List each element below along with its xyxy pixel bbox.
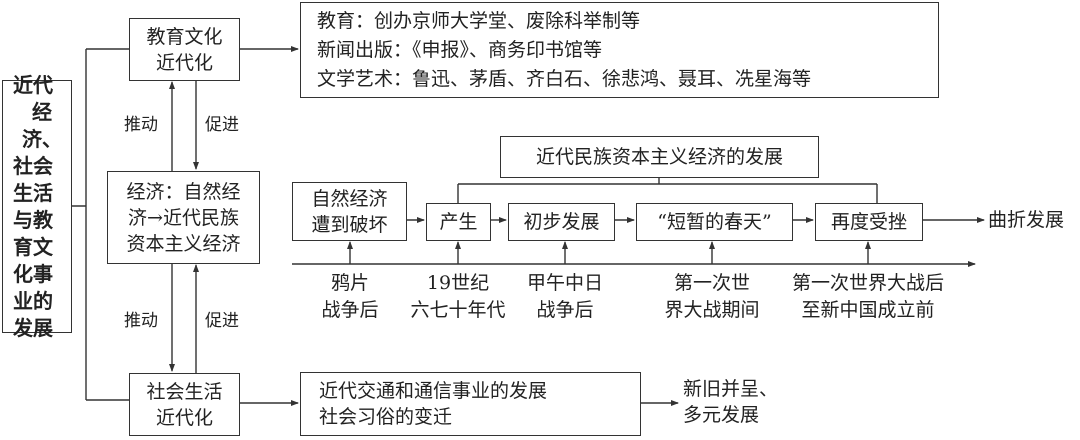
stage-line: 再度受挫 [830, 211, 907, 233]
period-line: 界大战期间 [664, 299, 760, 321]
period-line: 第一次世界大战后 [791, 272, 945, 294]
economy-line: 经济：自然经 [126, 180, 241, 203]
education-detail-line: 教育：创办京师大学堂、废除科举制等 [317, 9, 641, 32]
education-detail-line: 文学艺术：鲁迅、茅盾、齐白石、徐悲鸿、聂耳、冼星海等 [317, 67, 812, 90]
stage-line: 自然经济 [311, 187, 388, 210]
education-detail-line: 新闻出版：《申报》、商务印书馆等 [317, 38, 603, 61]
economy-line: 济→近代民族 [128, 206, 239, 229]
main-line: 近代 [13, 72, 53, 97]
society-detail-box: 近代交通和通信事业的发展 社会习俗的变迁 [300, 372, 641, 436]
stage-line: 产生 [439, 211, 478, 233]
economy-line: 资本主义经济 [126, 232, 241, 255]
period-line: 至新中国成立前 [801, 299, 935, 321]
education-line: 教育文化 [146, 25, 223, 48]
stage-line: 遭到破坏 [311, 213, 388, 236]
education-box: 教育文化 近代化 [129, 18, 240, 81]
period-line: 19世纪 [426, 272, 490, 294]
society-box: 社会生活 近代化 [129, 373, 240, 436]
stage-line: 初步发展 [523, 211, 600, 233]
stage-box: 产生 [426, 203, 491, 241]
main-line: 化事 [13, 261, 53, 286]
education-detail-box: 教育：创办京师大学堂、废除科举制等 新闻出版：《申报》、商务印书馆等 文学艺术：… [300, 2, 939, 98]
period-label: 第一次世 界大战期间 [664, 270, 759, 324]
period-line: 战争后 [321, 299, 379, 321]
society-result-line: 多元发展 [683, 404, 760, 426]
timeline-result: 曲折发展 [988, 209, 1065, 231]
society-result: 新旧并呈、 多元发展 [683, 376, 778, 428]
period-label: 19世纪 六七十年代 [410, 270, 505, 324]
period-line: 甲午中日 [526, 272, 604, 294]
period-line: 六七十年代 [410, 299, 506, 321]
main-line: 经济、 [22, 99, 62, 151]
main-line: 生活 [13, 180, 53, 205]
economy-box: 经济：自然经 济→近代民族 资本主义经济 [107, 171, 260, 264]
main-line: 与教 [13, 207, 53, 232]
society-line: 近代化 [155, 406, 213, 429]
upper-promote-label: 促进 [205, 115, 239, 135]
education-line: 近代化 [155, 51, 213, 74]
stage-line: “短暂的春天” [657, 211, 772, 233]
period-label: 鸦片 战争后 [321, 270, 378, 324]
stage-box: 初步发展 [508, 203, 615, 241]
society-detail-line: 近代交通和通信事业的发展 [319, 380, 548, 402]
stage-box: 自然经济 遭到破坏 [292, 182, 407, 241]
period-line: 第一次世 [673, 272, 751, 294]
main-line: 社会 [13, 153, 53, 178]
society-detail-line: 社会习俗的变迁 [319, 406, 453, 428]
main-line: 业的 [13, 288, 53, 313]
period-line: 战争后 [536, 299, 594, 321]
lower-push-label: 推动 [124, 311, 158, 331]
main-line: 育文 [13, 234, 53, 259]
timeline-title: 近代民族资本主义经济的发展 [535, 146, 783, 168]
main-topic-box: 近代 经济、 社会 生活 与教 育文 化事 业的 发展 [2, 73, 72, 340]
society-result-line: 新旧并呈、 [683, 378, 779, 400]
lower-promote-label: 促进 [205, 311, 239, 331]
period-label: 第一次世界大战后 至新中国成立前 [792, 270, 944, 324]
stage-box: “短暂的春天” [636, 203, 793, 241]
main-line: 发展 [13, 315, 53, 340]
stage-box: 再度受挫 [815, 203, 923, 241]
timeline-title-box: 近代民族资本主义经济的发展 [500, 136, 819, 178]
society-line: 社会生活 [146, 380, 223, 403]
upper-push-label: 推动 [124, 115, 158, 135]
period-label: 甲午中日 战争后 [527, 270, 603, 324]
period-line: 鸦片 [330, 272, 370, 294]
